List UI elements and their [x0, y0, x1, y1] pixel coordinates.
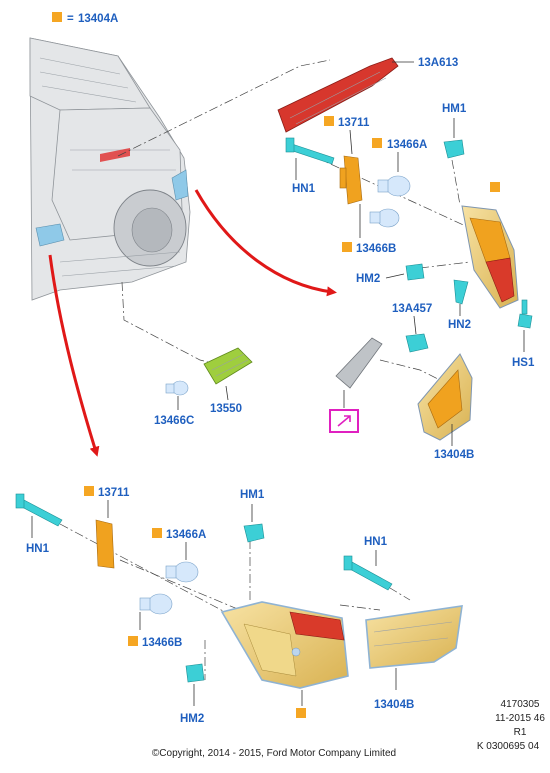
clip-13a457 [405, 333, 429, 353]
label-hm2-top: HM2 [356, 273, 380, 285]
lower-lamp-marker [296, 708, 306, 718]
label-hm1-bottom: HM1 [240, 489, 265, 501]
ref-line-1: 4170305 [501, 699, 540, 710]
label-13404b-top: 13404B [434, 449, 474, 461]
bulb-13466b-bottom [139, 593, 173, 615]
ref-line-2: 11-2015 46 [495, 713, 545, 724]
legend-code: 13404A [78, 13, 118, 25]
rear-lamp-13404b-bottom [365, 605, 463, 669]
license-lamp-13550 [203, 347, 253, 385]
reference-block: 4170305 11-2015 46 R1 K 0300695 04 [477, 699, 546, 752]
label-13466a-top: 13466A [387, 139, 427, 151]
label-13466a-bottom: 13466A [166, 529, 206, 541]
bulb-holder-lower [95, 519, 115, 569]
legend: = 13404A [52, 12, 118, 25]
arrow-to-lower-lamp [48, 254, 100, 457]
screw-hn1-top [285, 137, 335, 165]
label-13466b-top: 13466B [356, 243, 396, 255]
label-13466c: 13466C [154, 415, 194, 427]
gasket-detail [335, 337, 383, 389]
copyright: ©Copyright, 2014 - 2015, Ford Motor Comp… [152, 748, 396, 759]
rear-lamp-lower-body-side [220, 601, 349, 689]
label-13a457: 13A457 [392, 303, 432, 315]
clip-hm1-top [443, 139, 465, 159]
label-hm1-top: HM1 [442, 103, 467, 115]
label-hn1-bottom-left: HN1 [26, 543, 50, 555]
label-13466a-bottom-marker [152, 528, 162, 538]
label-13711-top: 13711 [338, 117, 370, 129]
rear-lamp-upper-housing [461, 205, 519, 309]
rear-lamp-13404b-top [417, 353, 473, 441]
detail-frame [329, 409, 359, 433]
label-13466b-bottom: 13466B [142, 637, 182, 649]
screw-hs1 [517, 299, 533, 329]
bulb-13466a-bottom [165, 561, 199, 583]
high-mount-stop-lamp [277, 57, 399, 133]
bulb-holder-upper [339, 155, 363, 205]
label-hn1-bottom-right: HN1 [364, 536, 388, 548]
legend-orange-square-icon [52, 12, 62, 22]
clip-hn2 [453, 279, 469, 305]
label-13466b-top-marker [342, 242, 352, 252]
housing-upper-marker [490, 182, 500, 192]
label-hn2: HN2 [448, 319, 471, 331]
clip-hm2-top [405, 263, 425, 281]
screw-hn1-bottom-right [343, 555, 393, 591]
clip-hm2-bottom [185, 663, 205, 683]
vehicle-rear-view [29, 37, 191, 301]
label-13466b-bottom-marker [128, 636, 138, 646]
ref-line-4: K 0300695 04 [477, 741, 540, 752]
bulb-13466c [165, 380, 189, 396]
clip-hm1-bottom [243, 523, 265, 543]
label-hm2-bottom: HM2 [180, 713, 204, 725]
label-13a613: 13A613 [418, 57, 458, 69]
label-13466a-top-marker [372, 138, 382, 148]
label-13404b-bottom: 13404B [374, 699, 414, 711]
label-13711-top-marker [324, 116, 334, 126]
detail-frame-arrow-icon [337, 415, 351, 427]
label-hn1-top: HN1 [292, 183, 316, 195]
label-13711-bottom-marker [84, 486, 94, 496]
bulb-13466b-top [369, 208, 400, 228]
label-hs1: HS1 [512, 357, 535, 369]
legend-equals: = [67, 13, 74, 25]
bulb-13466a-top [377, 175, 411, 197]
label-13711-bottom: 13711 [98, 487, 130, 499]
arrow-to-upper-lamp [194, 189, 337, 297]
label-13550: 13550 [210, 403, 242, 415]
ref-line-3: R1 [514, 727, 527, 738]
screw-hn1-bottom-left [15, 493, 63, 527]
